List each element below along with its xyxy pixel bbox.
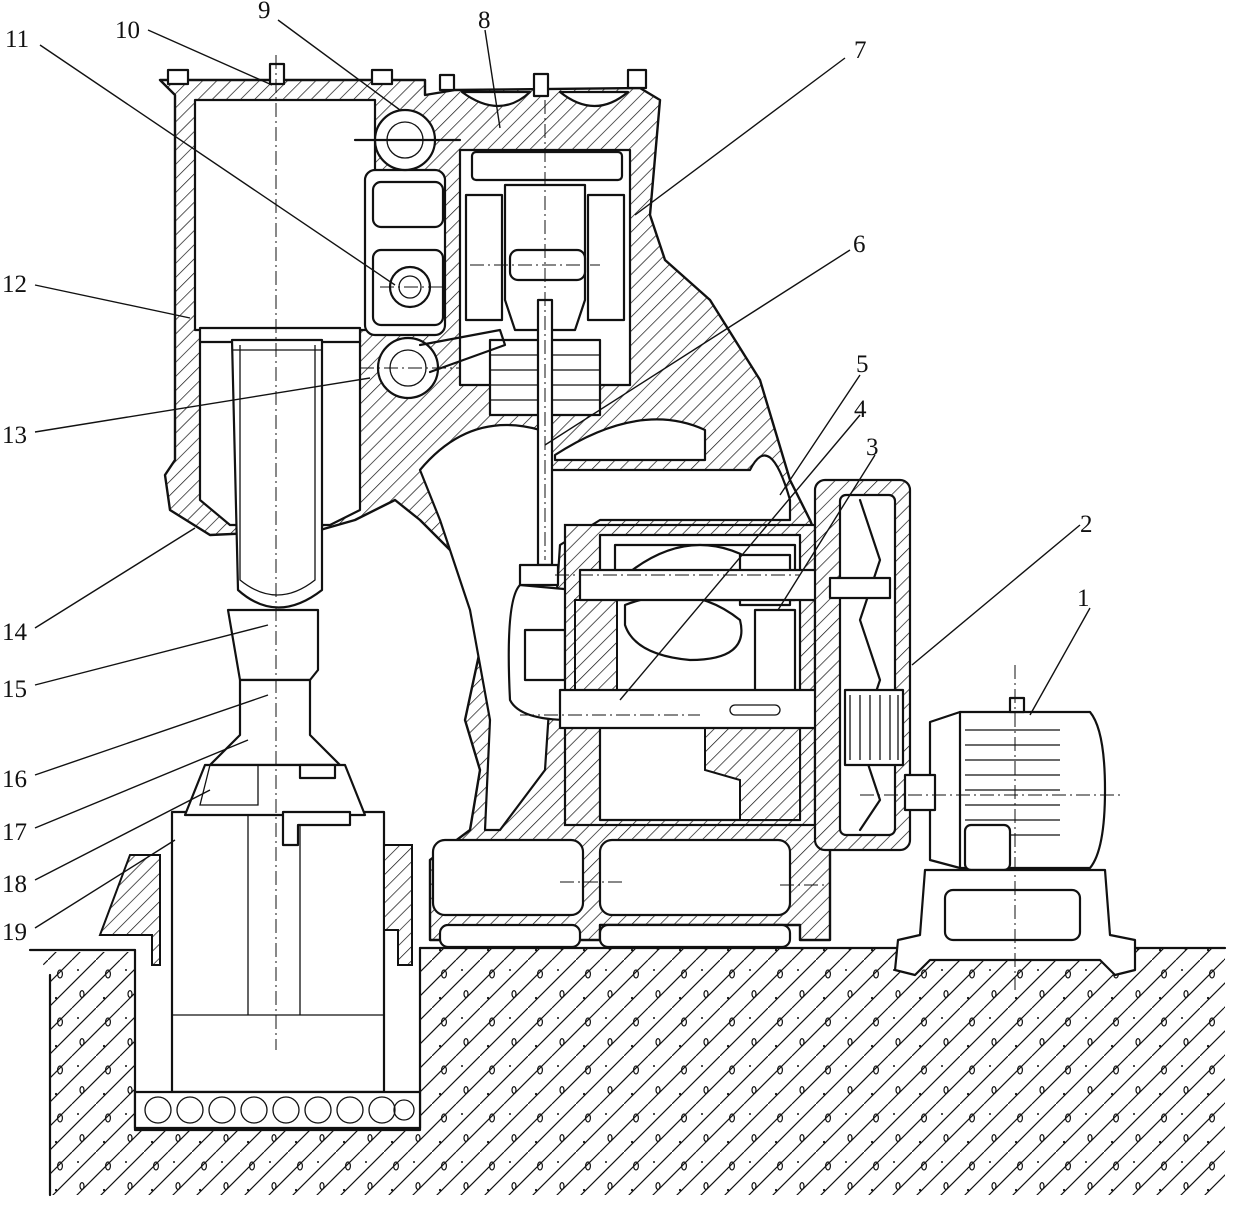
callout-leaders [34,19,1091,929]
callout-13: 13 [2,422,27,449]
hammer-head-and-dies [183,608,367,847]
callout-8: 8 [478,7,491,34]
callout-7: 7 [854,37,867,64]
callout-1: 1 [1077,585,1090,612]
center-lines [275,55,800,1050]
callout-14: 14 [2,619,28,646]
callout-19: 19 [2,919,27,946]
pulley-assembly [813,478,912,852]
callout-11: 11 [5,26,29,53]
callout-5: 5 [856,351,869,378]
callout-18: 18 [2,871,27,898]
callout-17: 17 [2,819,27,846]
callout-16: 16 [2,766,27,793]
callout-12: 12 [2,271,27,298]
electric-motor [860,665,1137,990]
callout-9: 9 [258,0,271,24]
compressor-piston [198,326,362,609]
callout-10: 10 [115,17,140,44]
gear-box [558,523,832,827]
callout-6: 6 [853,231,866,258]
callout-3: 3 [866,434,879,461]
callout-labels: 1 2 3 4 5 6 7 8 9 10 11 12 13 14 15 16 1… [2,0,1093,946]
callout-2: 2 [1080,511,1093,538]
callout-15: 15 [2,676,27,703]
callout-4: 4 [854,396,867,423]
anvil-block [98,810,422,1130]
